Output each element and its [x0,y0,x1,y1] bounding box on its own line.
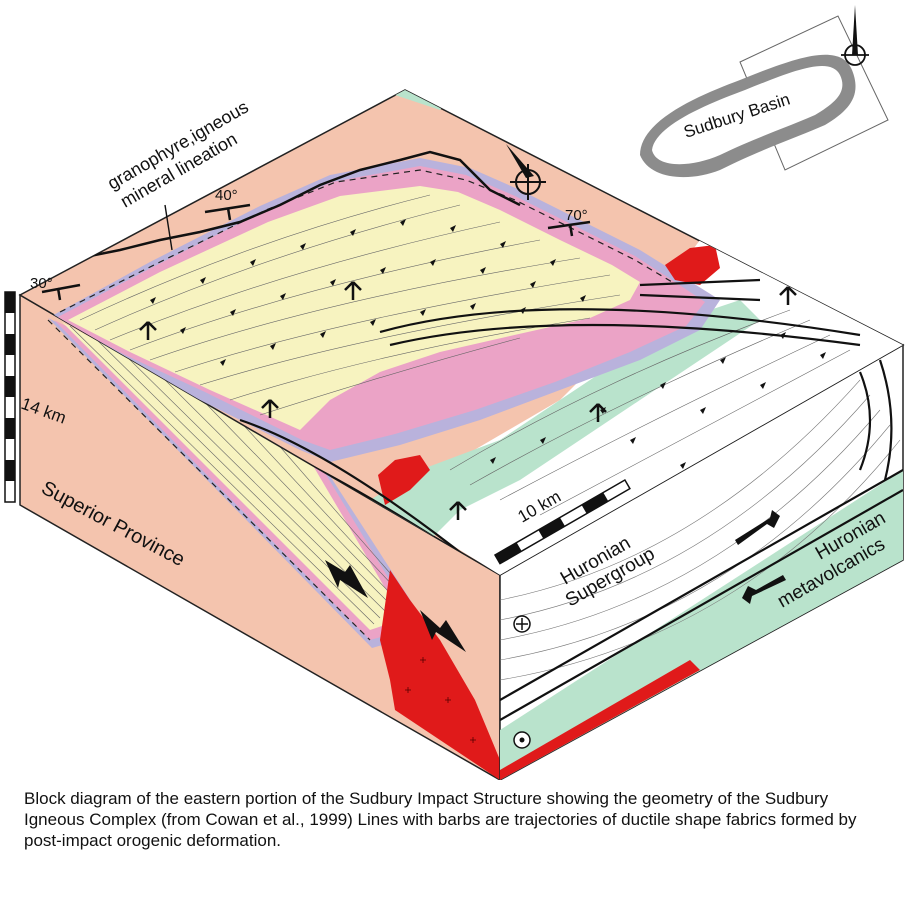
barbed-trajectories-granophyre [150,219,586,366]
intrusion-front [380,570,500,780]
metavolcanics-top [370,300,760,560]
granophyre-leader-line [164,204,173,251]
inset-basin-inner [652,65,843,165]
granophyre-top-layering [79,194,621,416]
depth-scale-bar [4,291,16,503]
shear-arrows-left [325,560,466,652]
dip-label-70: 70° [565,207,588,224]
dip-label-40: 40° [215,187,238,204]
into-page-symbol-icon [513,615,531,633]
norite-front-contact [47,319,371,641]
intrusion-top-upper [665,245,720,285]
scale-bar-icon [493,478,631,565]
huronian-front-lines [500,379,901,681]
north-arrow-icon [506,144,546,200]
dip-label-30: 30° [30,275,53,292]
intrusion-lower-right [500,660,700,780]
huronian-top [380,240,903,575]
faults-top [229,278,861,575]
shear-arrows-front [735,510,786,604]
intrusion-front-crosses [405,657,476,743]
inset-north-arrow-icon [841,5,869,66]
figure-caption: Block diagram of the eastern portion of … [24,789,857,850]
outer-contact-jagged [79,150,521,260]
block-diagram: 30° 40° 70° granophyre,igneous mineral l… [4,5,905,780]
inset-map [640,5,889,178]
dip-symbols [41,203,591,301]
out-of-page-symbol-icon [513,731,531,749]
dashed-contacts-top [59,169,673,313]
lineation-symbols [139,281,797,520]
intrusion-top-middle [378,455,430,505]
granophyre-top [68,186,640,430]
faults-front [500,359,903,721]
